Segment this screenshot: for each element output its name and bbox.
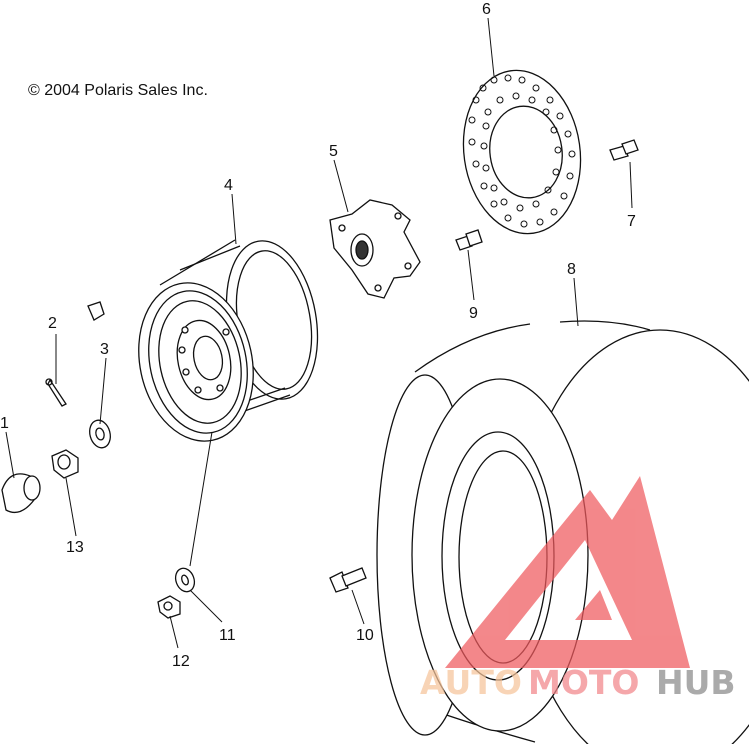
copyright-text: © 2004 Polaris Sales Inc. [28,82,208,99]
watermark-text-hub: HUB [656,663,736,702]
callout-4: 4 [224,177,233,194]
callout-10: 10 [356,627,374,644]
lug-nut [157,595,181,619]
hub-cap [1,473,41,514]
wheel-rim [138,239,319,442]
leader-lines [5,17,633,649]
retainer-clip [87,301,105,321]
watermark-text-auto: AUTO [420,663,522,702]
callout-6: 6 [482,1,491,18]
castle-nut [51,449,79,479]
callout-13: 13 [66,539,84,556]
callout-9: 9 [469,305,478,322]
callout-5: 5 [329,143,338,160]
callout-1: 1 [0,415,9,432]
callout-8: 8 [567,261,576,278]
callout-labels: 1 2 3 4 5 6 7 8 9 10 11 12 13 [0,1,636,670]
watermark-logo: AUTO MOTO HUB [420,476,736,702]
valve-stem [329,567,367,593]
lug-washer [174,567,196,593]
brake-disc [462,69,582,235]
callout-12: 12 [172,653,190,670]
hub-bolt [455,229,483,251]
cotter-pin [45,378,67,407]
callout-2: 2 [48,315,57,332]
callout-3: 3 [100,341,109,358]
callout-7: 7 [627,213,636,230]
wheel-hub [329,199,421,299]
disc-bolt [609,139,639,161]
washer [89,419,111,449]
watermark-text-moto: MOTO [528,663,639,702]
callout-11: 11 [219,627,236,644]
